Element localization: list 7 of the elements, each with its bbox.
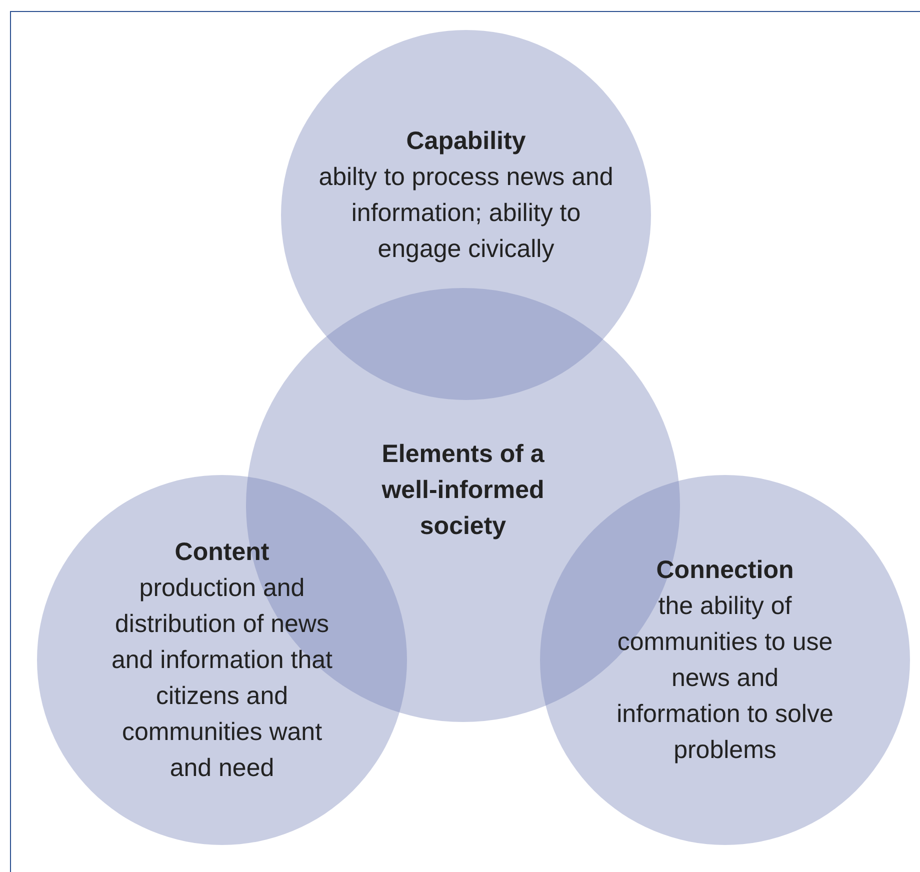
- description-text: the ability of communities to use news and information to solve problems: [616, 591, 834, 766]
- description-text: production and distribution of news and information that citizens and communities want and need: [110, 573, 334, 784]
- heading: Connection: [656, 555, 794, 586]
- heading: Content: [174, 537, 270, 568]
- heading: Elements of a well-informed society: [380, 439, 546, 542]
- heading: Capability: [406, 126, 526, 157]
- description-text: abilty to process news and information; ability to engage civically: [318, 162, 614, 265]
